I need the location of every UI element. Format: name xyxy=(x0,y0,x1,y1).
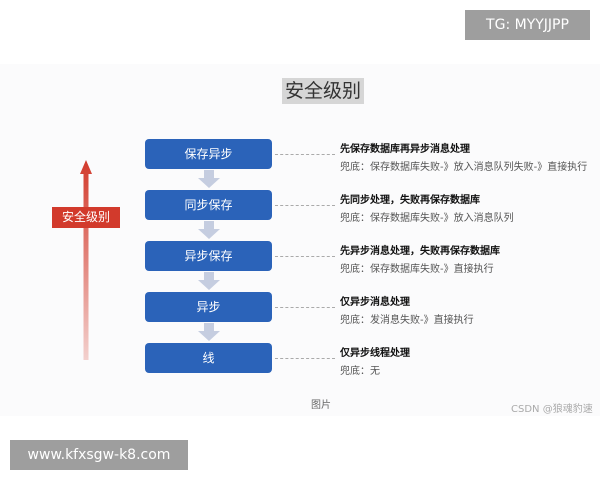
level-description: 仅异步消息处理 xyxy=(340,297,410,308)
level-fallback: 兜底：保存数据库失败-》放入消息队列 xyxy=(340,213,514,224)
level-box: 异步保存 xyxy=(145,241,272,271)
level-fallback: 兜底：保存数据库失败-》放入消息队列失败-》直接执行 xyxy=(340,162,588,173)
safety-level-label: 安全级别 xyxy=(52,207,120,228)
connector-line xyxy=(275,358,335,359)
site-overlay: www.kfxsgw-k8.com xyxy=(10,440,188,470)
down-arrow-icon xyxy=(198,170,220,188)
level-description: 先同步处理，失败再保存数据库 xyxy=(340,195,480,206)
connector-line xyxy=(275,256,335,257)
down-arrow-icon xyxy=(198,323,220,341)
down-arrow-icon xyxy=(198,221,220,239)
csdn-watermark: CSDN @狼魂豹速 xyxy=(511,404,593,415)
slide xyxy=(0,64,600,416)
level-box: 保存异步 xyxy=(145,139,272,169)
level-description: 先异步消息处理，失败再保存数据库 xyxy=(340,246,500,257)
level-fallback: 兜底：保存数据库失败-》直接执行 xyxy=(340,264,494,275)
slide-title: 安全级别 xyxy=(282,78,365,104)
level-fallback: 兜底：发消息失败-》直接执行 xyxy=(340,315,474,326)
level-box: 异步 xyxy=(145,292,272,322)
image-caption: 图片 xyxy=(311,400,331,411)
down-arrow-icon xyxy=(198,272,220,290)
tg-overlay: TG: MYYJJPP xyxy=(465,10,590,40)
level-box: 同步保存 xyxy=(145,190,272,220)
level-box: 线 xyxy=(145,343,272,373)
up-arrow-icon xyxy=(80,160,92,360)
level-description: 先保存数据库再异步消息处理 xyxy=(340,144,470,155)
level-description: 仅异步线程处理 xyxy=(340,348,410,359)
level-fallback: 兜底：无 xyxy=(340,366,380,377)
connector-line xyxy=(275,154,335,155)
connector-line xyxy=(275,205,335,206)
connector-line xyxy=(275,307,335,308)
